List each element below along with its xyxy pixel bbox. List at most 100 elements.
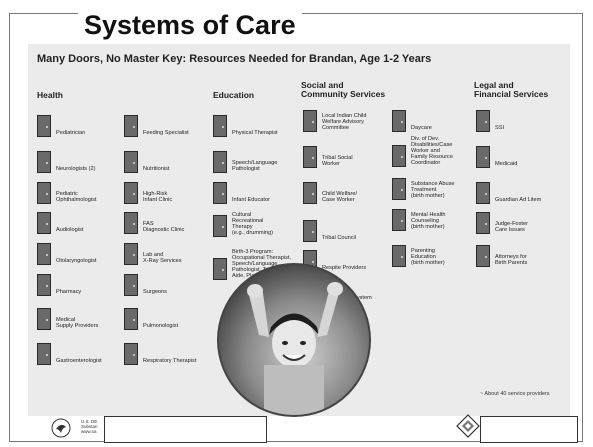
- service-label: SSI: [495, 125, 505, 131]
- service-item: Pediatrician: [37, 115, 85, 137]
- service-label: Parenting Education (birth mother): [411, 248, 445, 266]
- door-icon: [37, 343, 51, 365]
- service-item: Audiologist: [37, 212, 83, 234]
- door-icon: [37, 115, 51, 137]
- service-label: Tribal Social Worker: [322, 155, 353, 167]
- service-label: Otolaryngologist: [56, 258, 97, 264]
- service-label: Audiologist: [56, 227, 84, 233]
- service-item: Pulmonologist: [124, 308, 178, 330]
- column-heading-health: Health: [37, 90, 63, 100]
- service-item: Substance Abuse Treatment (birth mother): [392, 178, 455, 200]
- service-label: High-Risk Infant Clinic: [143, 191, 173, 203]
- door-icon: [303, 182, 317, 204]
- service-label: Substance Abuse Treatment (birth mother): [411, 181, 455, 199]
- service-label: FAS Diagnostic Clinic: [143, 221, 185, 233]
- service-label: Medical Supply Providers: [56, 317, 99, 329]
- door-icon: [213, 258, 227, 280]
- service-item: Surgeons: [124, 274, 167, 296]
- service-label: Mental Health Counseling (birth mother): [411, 212, 446, 230]
- service-item: Tribal Social Worker: [303, 146, 353, 168]
- service-label: Respite Providers: [322, 265, 367, 271]
- door-icon: [392, 110, 406, 132]
- service-item: Nutritionist: [124, 151, 169, 173]
- service-item: Local Indian Child Welfare Advisory Comm…: [303, 110, 366, 132]
- service-label: Pediatrician: [56, 130, 86, 136]
- service-item: Child Welfare/ Case Worker: [303, 182, 357, 204]
- samhsa-logo-icon: [456, 414, 480, 438]
- service-label: Medicaid: [495, 161, 518, 167]
- door-icon: [124, 151, 138, 173]
- service-label: Attorneys for Birth Parents: [495, 254, 528, 266]
- door-icon: [392, 245, 406, 267]
- service-label: Speech/Language Pathologist: [232, 160, 278, 172]
- door-icon: [476, 245, 490, 267]
- service-item: Mental Health Counseling (birth mother): [392, 209, 446, 231]
- service-item: Gastroenterologist: [37, 343, 102, 365]
- service-item: Cultural Recreational Therapy (e.g., dru…: [213, 212, 273, 237]
- service-item: Medicaid: [476, 146, 517, 168]
- door-icon: [124, 308, 138, 330]
- service-label: Guardian Ad Litem: [495, 197, 542, 203]
- provider-count-note: ~ About 40 service providers: [480, 391, 550, 397]
- door-icon: [124, 212, 138, 234]
- door-icon: [303, 220, 317, 242]
- service-item: Respiratory Therapist: [124, 343, 196, 365]
- service-label: Child Welfare/ Case Worker: [322, 191, 358, 203]
- slide-title: Systems of Care: [78, 10, 302, 40]
- door-icon: [37, 212, 51, 234]
- child-photo: [217, 263, 371, 417]
- service-item: Infant Educator: [213, 182, 270, 204]
- service-item: High-Risk Infant Clinic: [124, 182, 172, 204]
- service-item: Attorneys for Birth Parents: [476, 245, 527, 267]
- service-item: Pediatric Ophthalmologist: [37, 182, 96, 204]
- door-icon: [213, 151, 227, 173]
- door-icon: [37, 243, 51, 265]
- service-item: Tribal Council: [303, 220, 356, 242]
- service-item: Pharmacy: [37, 274, 81, 296]
- door-icon: [303, 146, 317, 168]
- column-heading-social: Social and Community Services: [301, 80, 386, 99]
- service-item: Daycare: [392, 110, 432, 132]
- door-icon: [124, 115, 138, 137]
- service-label: Tribal Council: [322, 235, 356, 241]
- service-label: Respiratory Therapist: [143, 358, 197, 364]
- service-label: Pharmacy: [56, 289, 82, 295]
- poster-title: Many Doors, No Master Key: Resources Nee…: [37, 53, 432, 65]
- door-icon: [124, 182, 138, 204]
- door-icon: [392, 209, 406, 231]
- door-icon: [213, 182, 227, 204]
- service-item: Parenting Education (birth mother): [392, 245, 445, 267]
- door-icon: [124, 343, 138, 365]
- service-label: Physical Therapist: [232, 130, 278, 136]
- door-icon: [124, 274, 138, 296]
- footer-redaction-box-left: [104, 416, 267, 443]
- door-icon: [476, 110, 490, 132]
- service-item: Guardian Ad Litem: [476, 182, 541, 204]
- service-label: Daycare: [411, 125, 432, 131]
- service-item: Feeding Specialist: [124, 115, 189, 137]
- door-icon: [37, 151, 51, 173]
- service-item: Neurologists (2): [37, 151, 95, 173]
- service-item: FAS Diagnostic Clinic: [124, 212, 184, 234]
- service-item: SSI: [476, 110, 504, 132]
- door-icon: [476, 182, 490, 204]
- agency-text: U.S. DE Substan www.sa: [81, 419, 98, 434]
- service-label: Gastroenterologist: [56, 358, 102, 364]
- service-item: Otolaryngologist: [37, 243, 96, 265]
- service-label: Pulmonologist: [143, 323, 179, 329]
- service-label: Feeding Specialist: [143, 130, 189, 136]
- door-icon: [213, 215, 227, 237]
- service-label: Judge-Foster Care Issues: [495, 221, 528, 233]
- door-icon: [37, 308, 51, 330]
- door-icon: [392, 178, 406, 200]
- service-item: Speech/Language Pathologist: [213, 151, 277, 173]
- service-label: Cultural Recreational Therapy (e.g., dru…: [232, 212, 274, 236]
- service-item: Medical Supply Providers: [37, 308, 98, 330]
- hhs-eagle-icon: [51, 418, 71, 438]
- service-label: Infant Educator: [232, 197, 270, 203]
- service-item: Judge-Foster Care Issues: [476, 212, 528, 234]
- door-icon: [124, 243, 138, 265]
- door-icon: [303, 110, 317, 132]
- service-label: Div. of Dev. Disabilities/Case Worker an…: [411, 136, 453, 166]
- service-label: Pediatric Ophthalmologist: [56, 191, 97, 203]
